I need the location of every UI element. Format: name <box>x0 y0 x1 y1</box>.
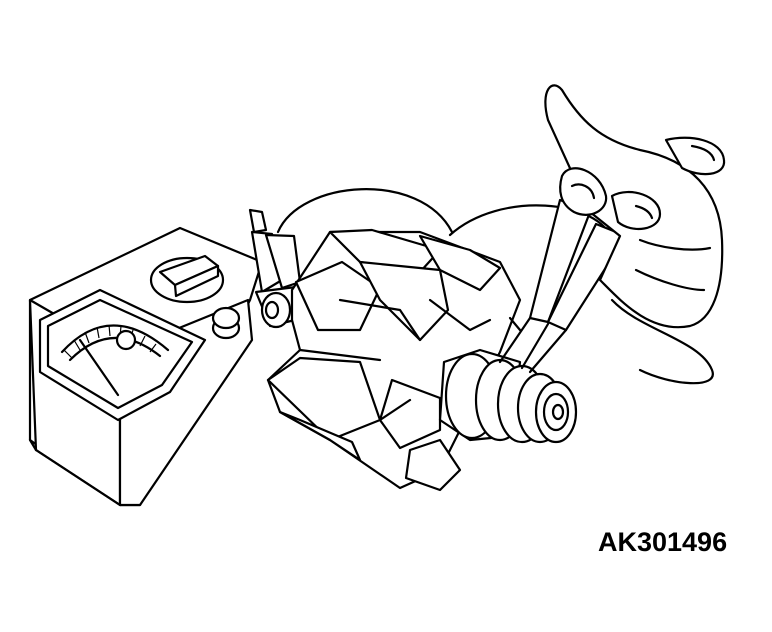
multimeter-illustration <box>28 226 264 507</box>
meter-scale-ticks <box>63 324 157 359</box>
zero-adjust-knob <box>211 306 241 340</box>
hand-illustration <box>544 84 726 329</box>
figure-code-label: AK301496 <box>598 527 728 557</box>
meter-needle <box>78 338 120 397</box>
needle-pivot <box>115 329 137 351</box>
slip-rings <box>438 348 578 444</box>
alternator-rotor-illustration <box>260 228 578 492</box>
selector-knob <box>149 254 225 304</box>
test-probe-illustration <box>498 198 628 374</box>
